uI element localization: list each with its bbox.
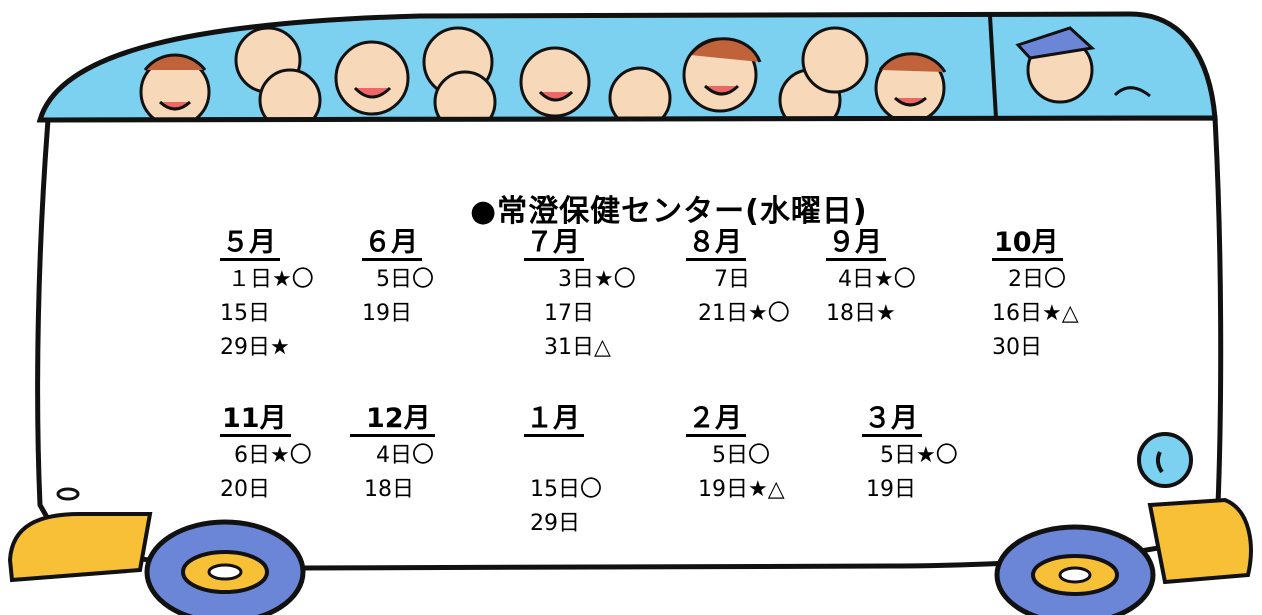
month-july: ７月 3日★〇 17日 31日△ xyxy=(524,228,664,365)
date-entry: 3日★〇 xyxy=(558,267,636,292)
month-label: ９月 xyxy=(826,228,886,261)
rear-bumper xyxy=(7,512,153,583)
date-entry: 31日△ xyxy=(544,335,611,360)
month-october: 10月 2日〇 16日★△ 30日 xyxy=(992,228,1132,365)
driver xyxy=(1015,26,1151,104)
date-entry: 29日 xyxy=(530,511,580,536)
date-entry: 18日★ xyxy=(826,301,896,326)
date-entry: 2日〇 xyxy=(1008,267,1066,292)
month-december: 12月 4日〇 18日 xyxy=(350,404,490,507)
month-september: ９月 4日★〇 18日★ xyxy=(826,228,966,331)
month-march: ３月 5日★〇 19日 xyxy=(862,404,1002,507)
month-june: ６月 5日〇 19日 xyxy=(362,228,502,331)
date-entry: 17日 xyxy=(544,301,594,326)
month-label: ２月 xyxy=(686,404,746,437)
rear-wheel xyxy=(144,519,306,615)
month-label: １月 xyxy=(524,404,584,437)
date-entry: 18日 xyxy=(364,477,414,502)
front-wheel xyxy=(994,524,1156,615)
month-february: ２月 5日〇 19日★△ xyxy=(686,404,826,507)
date-entry: 19日 xyxy=(866,477,916,502)
date-entry: １日★〇 xyxy=(228,267,314,292)
month-label: 12月 xyxy=(350,404,435,437)
date-entry: 5日〇 xyxy=(376,267,434,292)
date-entry: 19日★△ xyxy=(698,477,785,502)
month-label: ５月 xyxy=(220,228,280,261)
date-entry: 19日 xyxy=(362,301,412,326)
month-november: 11月 6日★〇 20日 xyxy=(220,404,360,507)
month-label: ６月 xyxy=(362,228,422,261)
date-entry: 5日〇 xyxy=(712,443,770,468)
date-entry: 7日 xyxy=(714,267,750,292)
month-label: ３月 xyxy=(862,404,922,437)
date-entry: 20日 xyxy=(220,477,270,502)
date-entry: 4日〇 xyxy=(376,443,434,468)
page-title: ●常澄保健センター(水曜日) xyxy=(470,194,868,229)
headlight xyxy=(1137,432,1193,488)
month-january: １月 15日〇 29日 xyxy=(524,404,664,541)
date-entry: 29日★ xyxy=(220,335,290,360)
date-entry: 4日★〇 xyxy=(838,267,916,292)
month-may: ５月 １日★〇 15日 29日★ xyxy=(220,228,360,365)
date-entry: 5日★〇 xyxy=(880,443,958,468)
date-entry: 30日 xyxy=(992,335,1042,360)
date-entry: 15日 xyxy=(220,301,270,326)
date-entry: 6日★〇 xyxy=(234,443,312,468)
date-entry: 16日★△ xyxy=(992,301,1079,326)
month-label: 10月 xyxy=(992,228,1063,261)
date-entry: 21日★〇 xyxy=(698,301,790,326)
month-august: ８月 7日 21日★〇 xyxy=(686,228,826,331)
month-label: ７月 xyxy=(524,228,584,261)
month-label: ８月 xyxy=(686,228,746,261)
date-entry: 15日〇 xyxy=(530,477,602,502)
month-label: 11月 xyxy=(220,404,291,437)
front-bumper xyxy=(1147,497,1253,585)
bus-body xyxy=(35,115,1224,571)
